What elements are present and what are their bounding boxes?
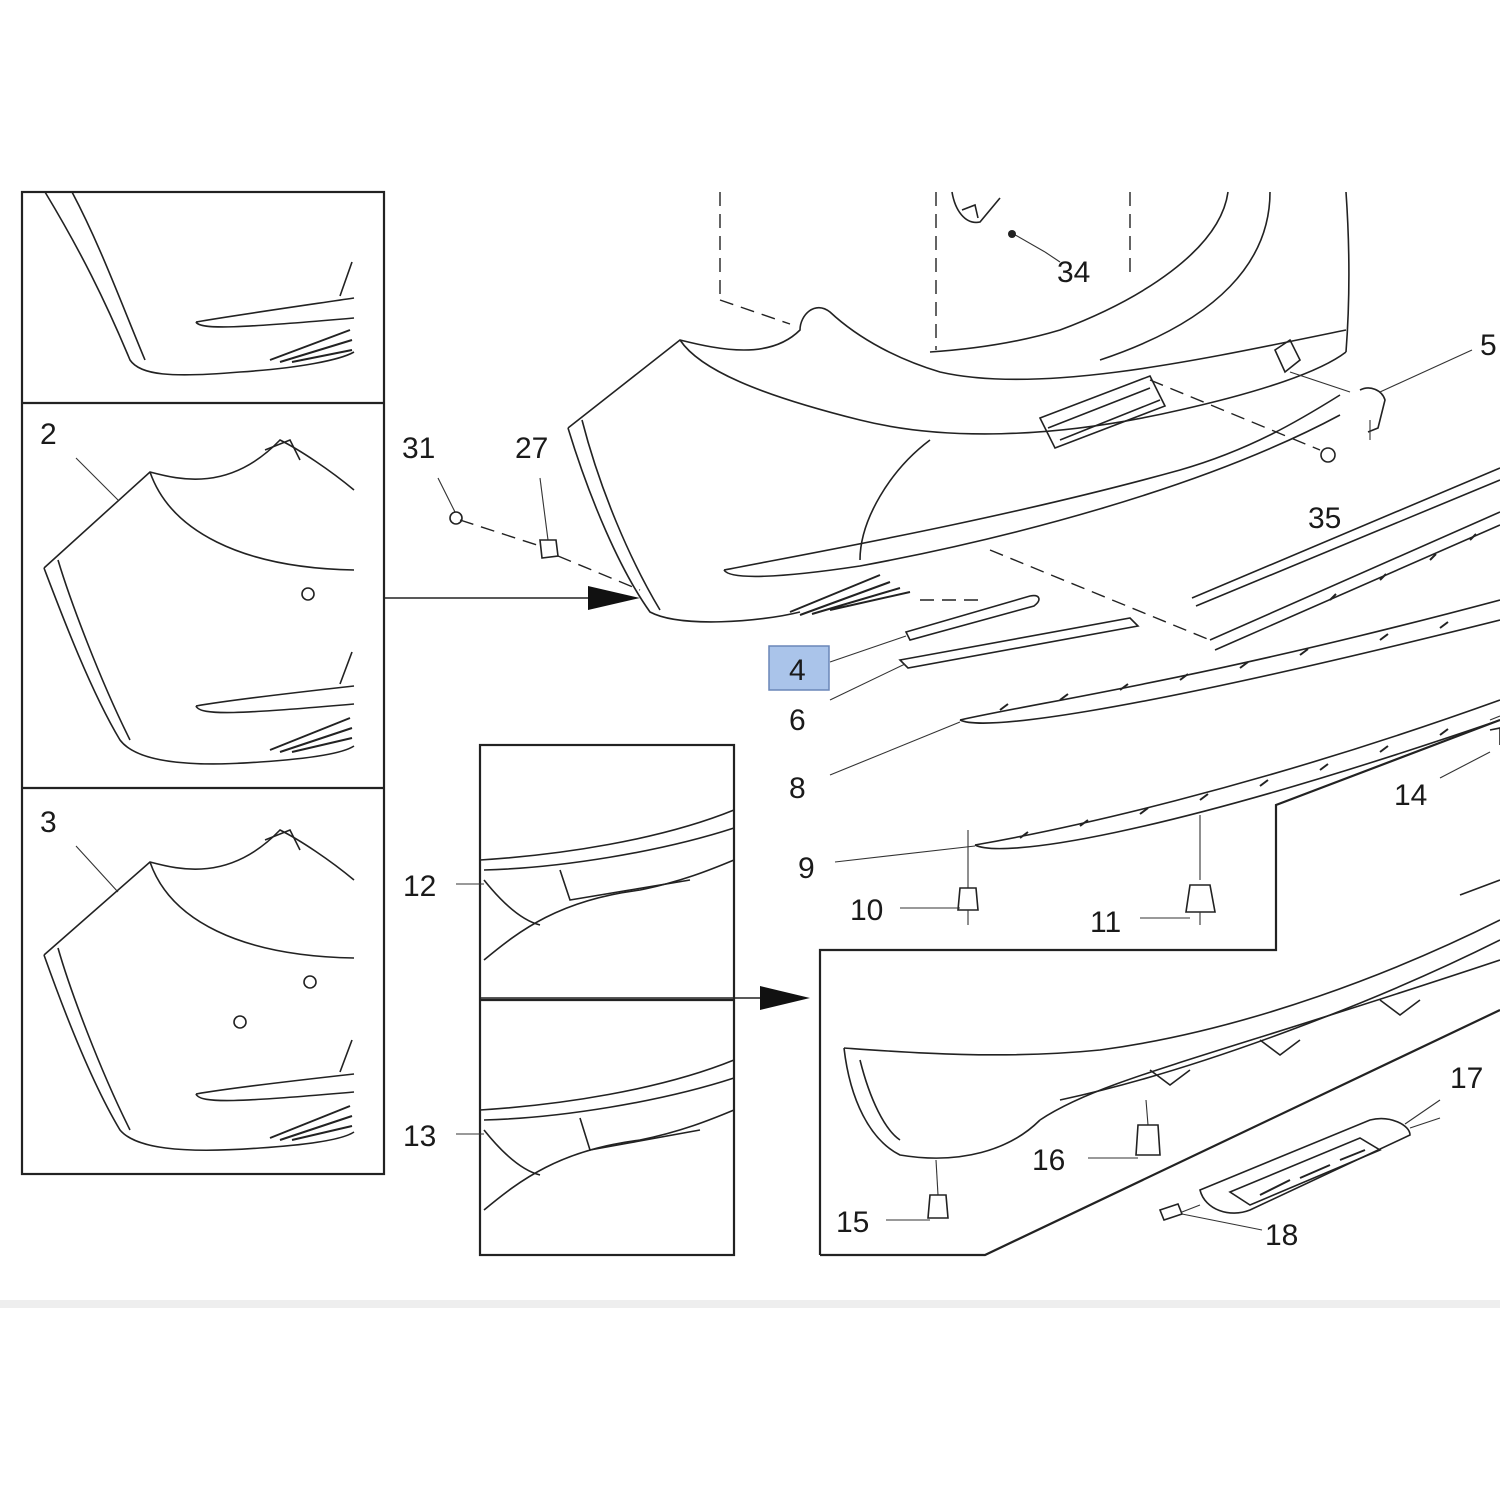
trim-strip-6 xyxy=(898,617,1140,669)
label-part-3: 3 xyxy=(40,806,57,839)
inset-to-valance-arrow xyxy=(480,986,810,1010)
part-labels: 2 3 4 5 6 8 9 10 11 12 13 14 15 16 17 18… xyxy=(40,256,1497,1252)
label-part-17: 17 xyxy=(1450,1062,1483,1095)
middle-inset-frames xyxy=(478,743,736,1257)
lower-strip-9 xyxy=(974,699,1500,850)
inset-bumper-variant-2 xyxy=(43,438,355,765)
label-part-2: 2 xyxy=(40,418,57,451)
leader-lines xyxy=(456,251,1491,1231)
label-part-6: 6 xyxy=(789,704,806,737)
label-part-10: 10 xyxy=(850,894,883,927)
skid-plate-17-18 xyxy=(1158,1117,1441,1221)
label-part-11: 11 xyxy=(1090,906,1121,939)
clip-16 xyxy=(1135,1099,1161,1156)
label-part-34: 34 xyxy=(1057,256,1090,289)
highlight-box-part-4 xyxy=(768,645,830,691)
clip-11 xyxy=(1185,815,1216,925)
label-part-4: 4 xyxy=(789,654,806,687)
label-part-27: 27 xyxy=(515,432,548,465)
fasteners-31-27 xyxy=(437,477,641,591)
label-part-18: 18 xyxy=(1265,1219,1298,1252)
lower-strip-8 xyxy=(959,599,1500,724)
fastener-35 xyxy=(1149,379,1336,463)
rear-bumper-fascia xyxy=(567,191,1350,623)
clip-10 xyxy=(957,830,979,925)
lower-valance xyxy=(843,879,1500,1159)
cap-part-5 xyxy=(1289,371,1386,440)
trim-strips-upper xyxy=(989,467,1500,651)
label-part-12: 12 xyxy=(403,870,436,903)
label-part-31: 31 xyxy=(402,432,435,465)
inset-bumper-variant-1 xyxy=(44,191,355,376)
label-part-14: 14 xyxy=(1394,779,1427,812)
label-part-13: 13 xyxy=(403,1120,436,1153)
label-part-5: 5 xyxy=(1480,329,1497,362)
bottom-divider xyxy=(0,1300,1500,1308)
left-inset-frames xyxy=(20,190,386,1176)
clip-15 xyxy=(927,1159,949,1219)
reflector-part-4 xyxy=(904,594,1040,641)
inset-to-bumper-arrow xyxy=(384,586,640,610)
inset-valance-12 xyxy=(479,809,735,961)
inset-valance-13 xyxy=(479,1059,735,1211)
label-part-15: 15 xyxy=(836,1206,869,1239)
label-part-9: 9 xyxy=(798,852,815,885)
label-part-8: 8 xyxy=(789,772,806,805)
label-part-16: 16 xyxy=(1032,1144,1065,1177)
label-part-35: 35 xyxy=(1308,502,1341,535)
valance-panel-frame xyxy=(818,718,1500,1257)
inset-bumper-variant-3 xyxy=(43,828,355,1152)
